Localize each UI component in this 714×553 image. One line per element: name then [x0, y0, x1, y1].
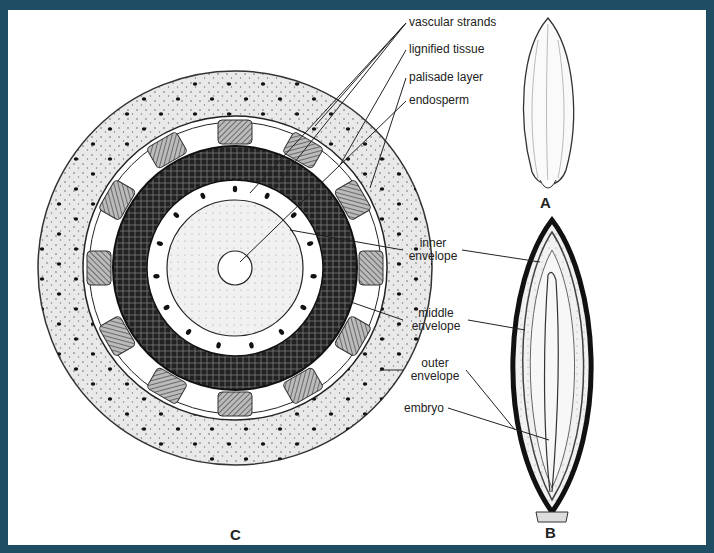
part-label: lignified tissue: [409, 43, 539, 56]
figure-letter: C: [230, 528, 250, 541]
part-label: outer envelope: [405, 357, 465, 383]
part-label: inner envelope: [405, 237, 461, 263]
part-label: endosperm: [409, 94, 539, 107]
part-label: vascular strands: [409, 16, 539, 29]
figure-letter: B: [545, 526, 565, 539]
figure-letter: A: [540, 196, 560, 209]
part-label: middle envelope: [405, 307, 467, 333]
part-label: palisade layer: [409, 71, 539, 84]
part-label: embryo: [404, 402, 464, 415]
